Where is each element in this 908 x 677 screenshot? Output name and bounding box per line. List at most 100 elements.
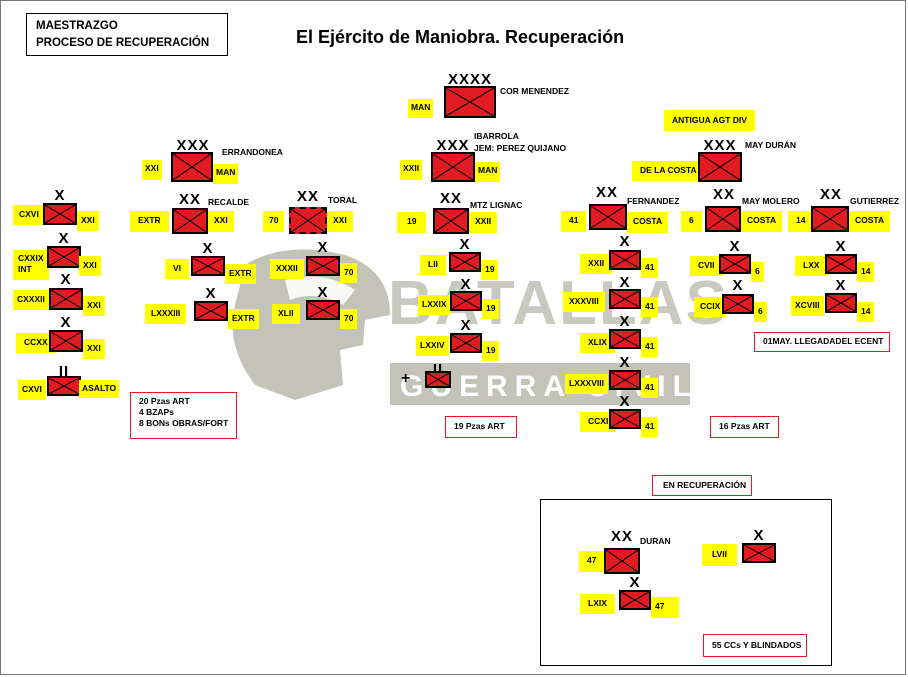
brigade-symbol [306,300,340,320]
division-right-label: XXI [327,211,353,232]
brigade-right-label: 41 [641,337,659,357]
division-symbol [811,206,849,232]
division-echelon: XX [178,191,201,208]
brigade-echelon: X [459,236,471,253]
division-echelon: XX [439,190,462,207]
army-symbol [444,86,496,118]
corps-commander: MAY DURÁN [745,140,797,150]
art-left-line3: 8 BONs OBRAS/FORT [139,418,229,428]
division-left-label: 14 [788,211,814,232]
division-commander: TORAL [328,195,358,205]
brigade-right-label: 14 [857,302,875,322]
plus-sign: + [401,370,411,387]
brigade-right-label: 19 [482,341,500,361]
brigade-echelon: X [619,354,631,371]
division-symbol [172,208,208,234]
brigade-echelon: II [58,363,70,380]
brigade-left-label: LVII [702,544,737,566]
brigade-left-label: LXIX [580,594,615,614]
brigade-echelon: X [835,238,847,255]
division-echelon: XX [610,528,633,545]
brigade-right-label: 6 [754,302,767,322]
brigade-symbol [49,330,83,352]
corps-commander: ERRANDONEA [222,147,283,157]
brigade-left-label: VI [165,259,190,279]
brigade-symbol [742,543,776,563]
division-right-label: COSTA [741,211,783,232]
corps-symbol [698,152,742,182]
header-line1: MAESTRAZGO [36,20,118,32]
brigade-left-label: LXXXVIII [565,374,608,394]
brigade-right-label: XXI [83,296,105,316]
ecent-box: 01MAY. LLEGADADEL ECENT [754,332,890,352]
brigade-symbol [722,294,754,314]
brigade-right-label: XXI [77,211,99,231]
brigade-left-label: CCIX [694,297,727,317]
brigade-echelon: X [629,574,641,591]
brigade-left-label: LII [420,255,446,275]
brigade-echelon: X [58,230,70,247]
brigade-echelon: X [619,274,631,291]
corps-right-label: MAN [475,162,501,182]
division-commander: MTZ LIGNAC [470,200,523,210]
division-right-label: COSTA [627,212,669,233]
division-echelon: XX [819,186,842,203]
brigade-symbol [47,246,81,268]
division-symbol [433,208,469,234]
brigade-left-label: CCXI [580,412,617,432]
brigade-left-label: XLIX [580,333,615,353]
division-symbol [289,207,327,234]
brigade-symbol [449,252,481,272]
brigade-left-label: XXXVIII [563,292,605,312]
division-left-label: EXTR [130,211,169,232]
brigade-symbol [450,333,482,353]
division-symbol [589,204,627,230]
ccs-box: 55 CCs Y BLINDADOS [703,634,807,657]
corps-echelon: XXX [176,137,210,154]
brigade-left-label: XCVIII [791,296,824,316]
corps-symbol [431,152,475,182]
division-left-label: 19 [397,212,427,233]
division-commander: FERNANDEZ [627,196,680,206]
battalion-echelon: II [432,361,444,378]
brigade-right-label: XXI [83,339,105,359]
art-center-box: 19 Pzas ART [445,416,517,438]
brigade-symbol [609,329,641,349]
brigade-symbol [825,254,857,274]
division-commander: MAY MOLERO [742,196,800,206]
division-commander: GUTIERREZ [850,196,900,206]
brigade-right-label: 14 [857,262,875,282]
brigade-right-label: ASALTO [79,380,120,398]
brigade-left-label: XXII [580,254,613,274]
brigade-symbol [450,291,482,311]
brigade-echelon: X [835,277,847,294]
brigade-echelon: X [753,527,765,544]
brigade-echelon: X [202,240,214,257]
brigade-left-label: LXXIX [418,295,451,315]
division-left-label: 6 [681,211,702,232]
brigade-echelon: X [317,284,329,301]
brigade-symbol [43,203,77,225]
brigade-echelon: X [317,239,329,256]
brigade-left-label: CXXIX INT [13,250,49,280]
brigade-echelon: X [732,277,744,294]
brigade-symbol [47,376,81,396]
brigade-symbol [609,250,641,270]
battalion-symbol [425,371,451,388]
brigade-right-label: 41 [641,297,659,317]
brigade-symbol [191,256,225,276]
brigade-symbol [609,409,641,429]
art-left-box: 20 Pzas ART 4 BZAPs 8 BONs OBRAS/FORT [130,392,237,439]
brigade-left-label: CXVI [18,380,46,400]
division-echelon: XX [712,186,735,203]
brigade-left-label: CXVI [13,205,45,225]
division-symbol [705,206,741,232]
brigade-symbol [609,289,641,309]
brigade-symbol [49,288,83,310]
brigade-symbol [194,301,228,321]
brigade-right-label: EXTR [225,264,256,284]
army-left-label: MAN [408,99,434,118]
brigade-left-label: LXX [795,256,828,276]
brigade-left-label: CVII [690,256,723,276]
